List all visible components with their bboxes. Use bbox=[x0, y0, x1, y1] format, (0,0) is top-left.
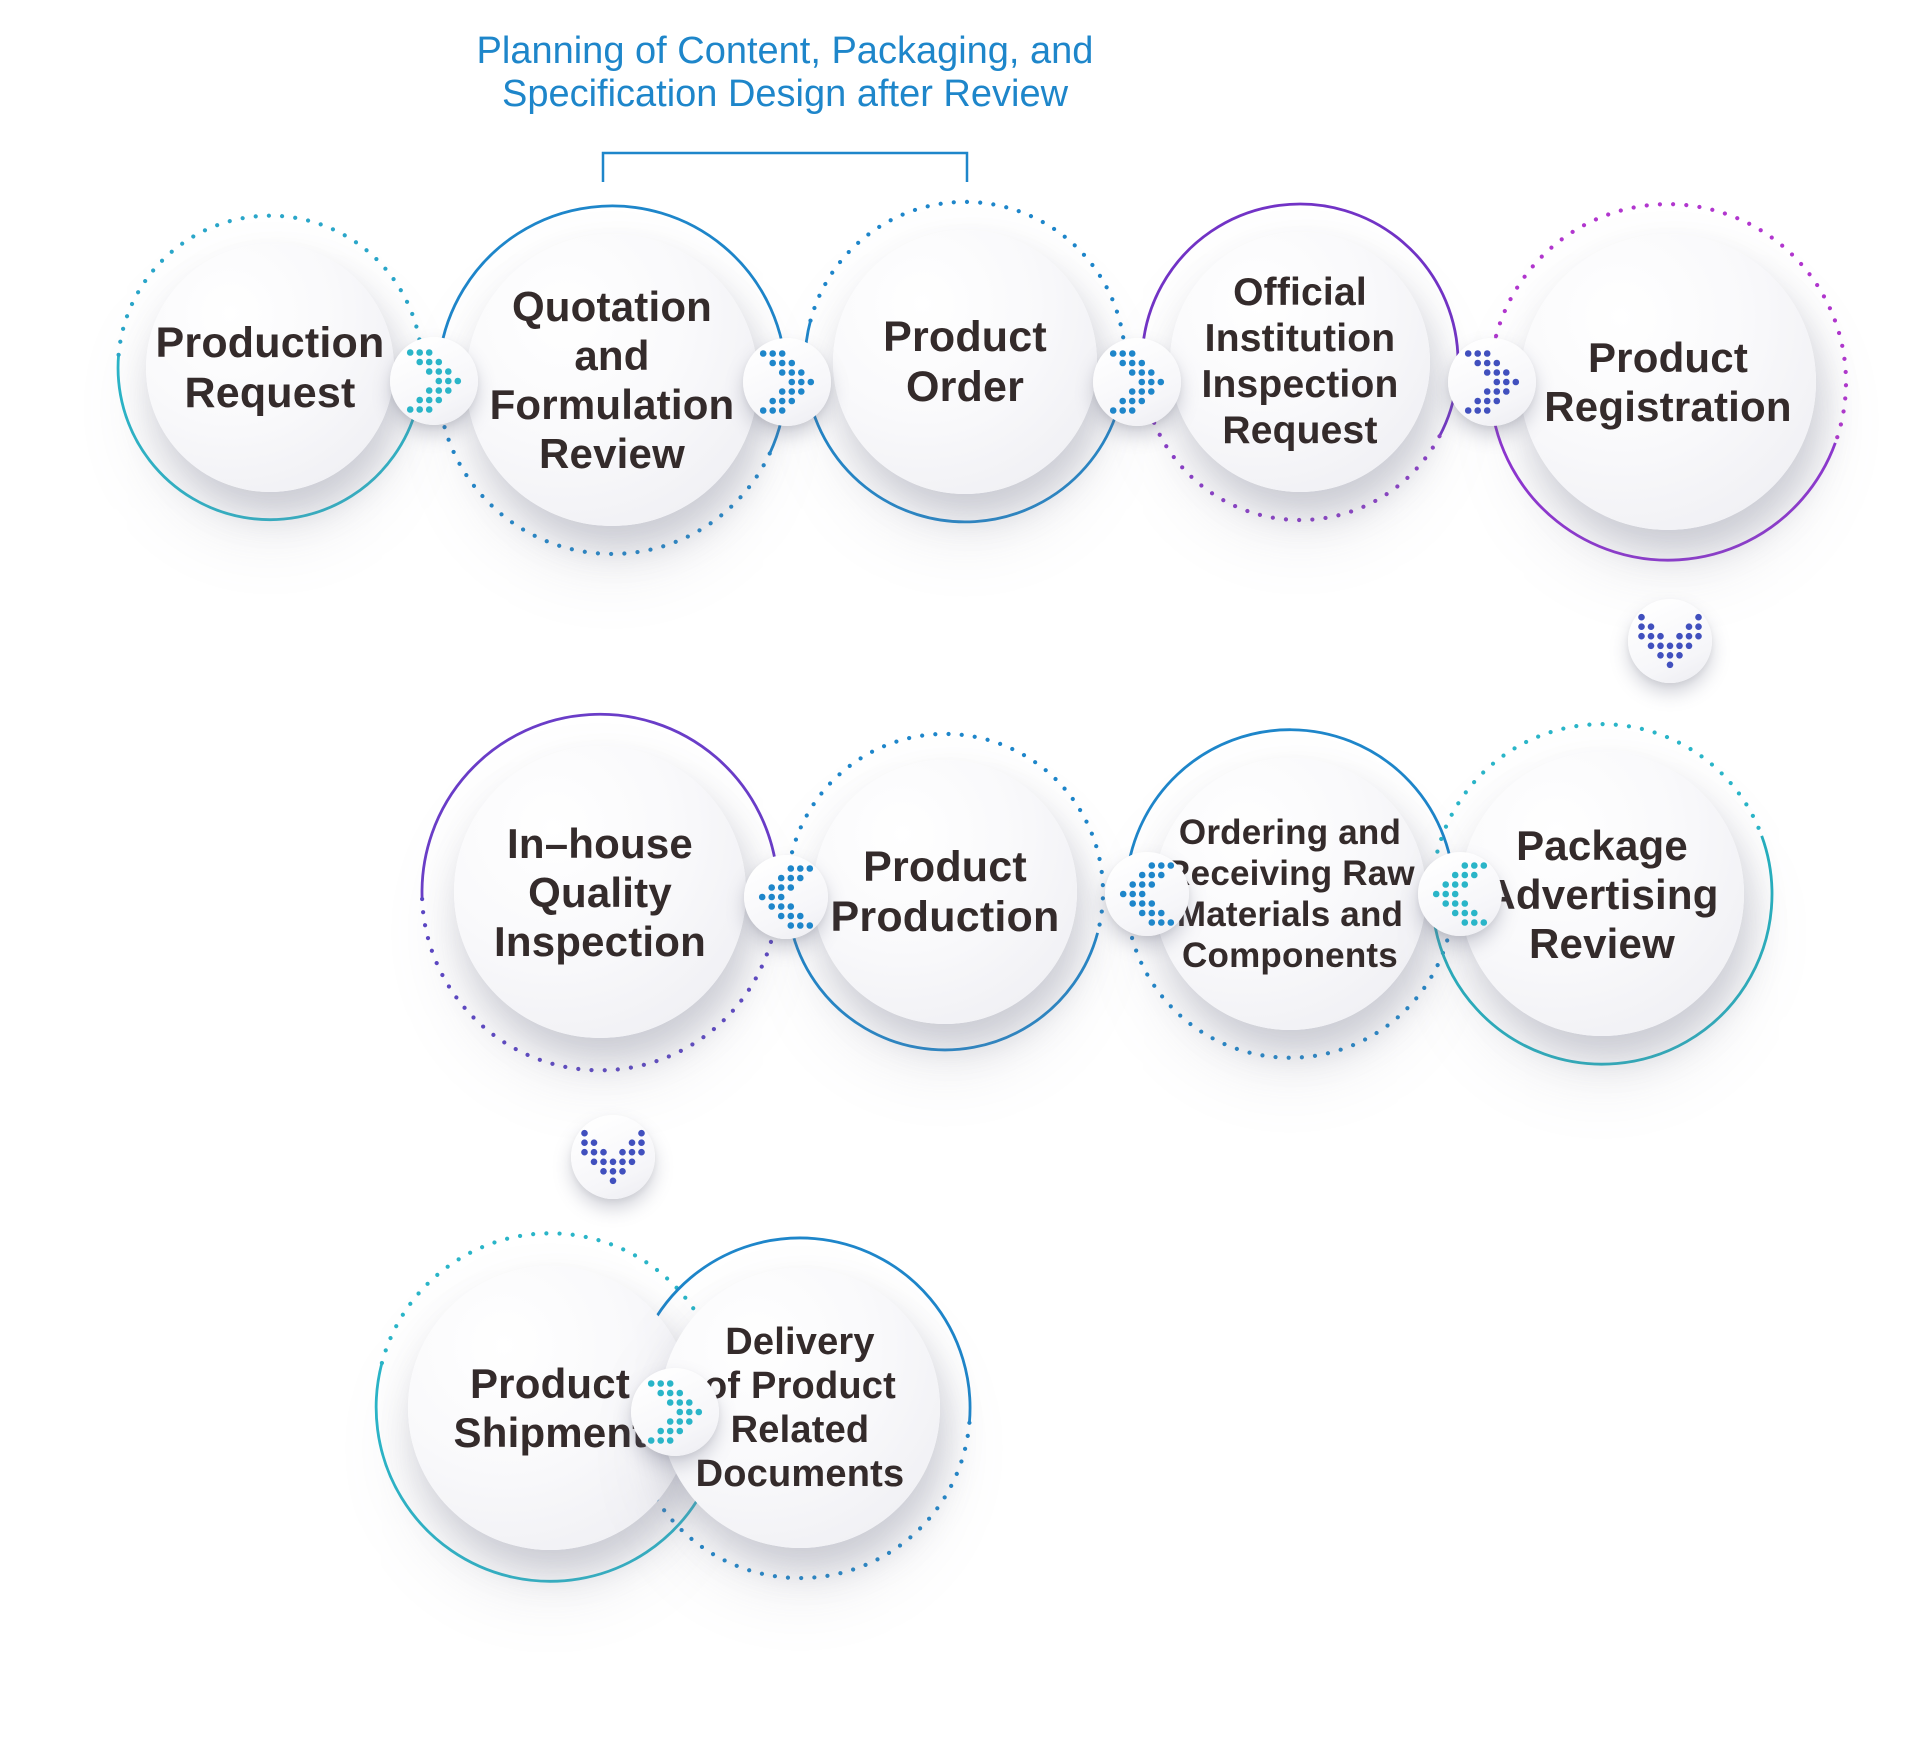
ring-in-house-quality-inspection bbox=[420, 712, 781, 1073]
ring-package-advertising-review bbox=[1430, 722, 1774, 1066]
step-official-institution-inspection-request-label: Official Institution Inspection Request bbox=[1201, 271, 1399, 452]
left-chevron-icon bbox=[1432, 862, 1488, 926]
step-ordering-receiving-raw-materials: Ordering and Receiving Raw Materials and… bbox=[1154, 758, 1426, 1030]
annotation: Planning of Content, Packaging, and Spec… bbox=[385, 30, 1185, 116]
step-in-house-quality-inspection: In–house Quality Inspection bbox=[454, 746, 746, 1038]
right-chevron-icon bbox=[1109, 350, 1165, 414]
right-chevron-icon bbox=[1464, 350, 1520, 414]
down-chevron-icon bbox=[1638, 613, 1702, 669]
step-product-order: Product Order bbox=[833, 230, 1097, 494]
arrow-quotation-to-product-order bbox=[743, 338, 831, 426]
step-product-order-label: Product Order bbox=[883, 313, 1047, 411]
step-production-request: Production Request bbox=[146, 244, 394, 492]
step-quotation-formulation-review-label: Quotation and Formulation Review bbox=[489, 283, 735, 477]
step-delivery-of-product-related-documents-label: Delivery of Product Related Documents bbox=[695, 1321, 905, 1495]
step-product-registration-label: Product Registration bbox=[1544, 334, 1792, 430]
annotation-bracket bbox=[601, 151, 969, 182]
arrow-shipment-to-delivery bbox=[631, 1368, 719, 1456]
arrow-registration-down-to-package bbox=[1628, 599, 1712, 683]
step-product-shipment: Product Shipment bbox=[408, 1266, 692, 1550]
annotation-line1: Planning of Content, Packaging, and bbox=[476, 30, 1094, 72]
step-product-registration: Product Registration bbox=[1520, 234, 1816, 530]
arrow-ordering-to-production bbox=[1105, 852, 1189, 936]
right-chevron-icon bbox=[647, 1380, 703, 1444]
arrow-package-to-ordering bbox=[1418, 852, 1502, 936]
step-product-shipment-label: Product Shipment bbox=[453, 1360, 647, 1456]
ring-production-request bbox=[116, 213, 425, 522]
right-chevron-icon bbox=[759, 350, 815, 414]
step-ordering-receiving-raw-materials-label: Ordering and Receiving Raw Materials and… bbox=[1165, 813, 1415, 975]
right-chevron-icon bbox=[406, 349, 462, 413]
step-package-advertising-review: Package Advertising Review bbox=[1460, 752, 1744, 1036]
left-chevron-icon bbox=[1119, 862, 1175, 926]
arrow-inspection-to-registration bbox=[1448, 338, 1536, 426]
step-official-institution-inspection-request: Official Institution Inspection Request bbox=[1170, 232, 1430, 492]
step-in-house-quality-inspection-label: In–house Quality Inspection bbox=[493, 819, 707, 965]
ring-product-production bbox=[785, 731, 1106, 1052]
step-product-production: Product Production bbox=[813, 760, 1077, 1024]
arrow-inhouse-down-to-shipment bbox=[571, 1115, 655, 1199]
arrow-production-request-to-quotation bbox=[390, 337, 478, 425]
arrow-production-to-inhouse bbox=[744, 855, 828, 939]
step-quotation-formulation-review: Quotation and Formulation Review bbox=[466, 234, 758, 526]
arrow-product-order-to-inspection bbox=[1093, 338, 1181, 426]
step-package-advertising-review-label: Package Advertising Review bbox=[1485, 821, 1719, 967]
annotation-line2: Specification Design after Review bbox=[501, 73, 1069, 115]
left-chevron-icon bbox=[758, 865, 814, 929]
ring-ordering-receiving-raw-materials bbox=[1123, 728, 1457, 1060]
step-production-request-label: Production Request bbox=[155, 319, 385, 417]
down-chevron-icon bbox=[581, 1129, 645, 1185]
step-product-production-label: Product Production bbox=[830, 843, 1060, 941]
